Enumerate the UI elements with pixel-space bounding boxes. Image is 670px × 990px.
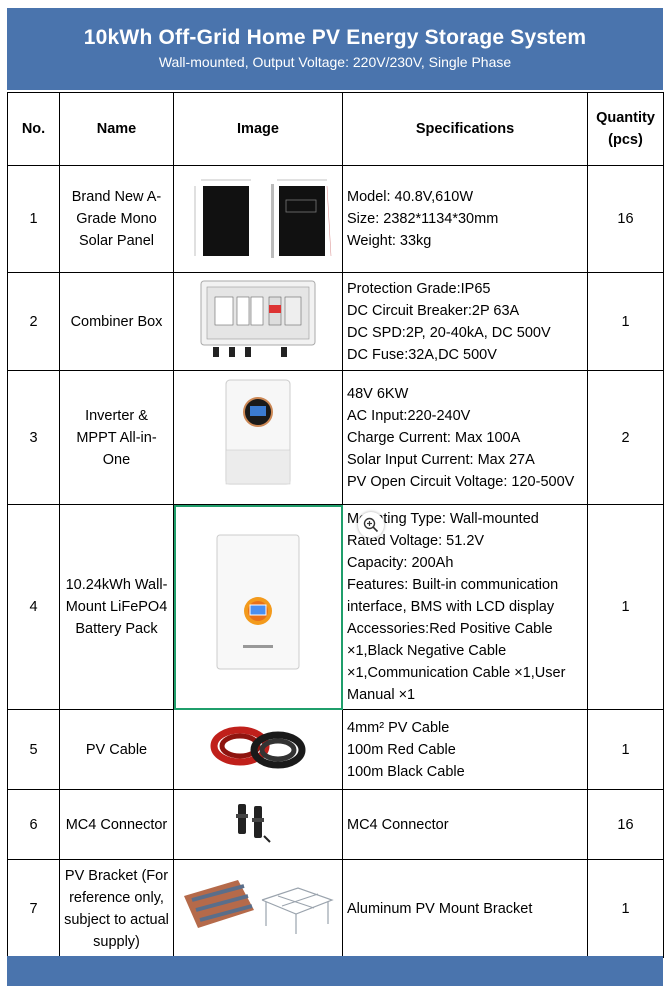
mc4-connector-icon [236,804,271,843]
row-number: 5 [7,709,60,790]
mc4-connector-image[interactable] [173,789,343,860]
col-header-image: Image [173,92,343,166]
inverter-icon [225,379,291,485]
item-specifications: Protection Grade:IP65 DC Circuit Breaker… [342,272,588,371]
spec-table: No. Name Image Specifications Quantity (… [7,92,664,958]
item-quantity: 16 [587,789,664,860]
item-quantity: 16 [587,165,664,273]
battery-pack-image[interactable] [173,504,343,710]
item-quantity: 1 [587,859,664,958]
item-specifications: 4mm² PV Cable 100m Red Cable 100m Black … [342,709,588,790]
item-name: PV Bracket (For reference only, subject … [59,859,174,958]
inverter-image[interactable] [173,370,343,505]
battery-pack-icon [216,534,300,669]
combiner-box-icon [200,280,316,357]
item-quantity: 2 [587,370,664,505]
col-header-no: No. [7,92,60,166]
pv-bracket-icon [184,880,334,934]
table-row: 1 Brand New A-Grade Mono Solar Panel Mod… [7,165,664,273]
pv-cable-icon [210,726,306,769]
item-specifications: Aluminum PV Mount Bracket [342,859,588,958]
table-row: 5 PV Cable 4mm² PV Cable 100m Red Cable … [7,709,664,790]
item-name: Combiner Box [59,272,174,371]
row-number: 1 [7,165,60,273]
row-number: 6 [7,789,60,860]
col-header-specifications: Specifications [342,92,588,166]
page-title: 10kWh Off-Grid Home PV Energy Storage Sy… [83,26,587,49]
table-row: 4 10.24kWh Wall-Mount LiFePO4 Battery Pa… [7,504,664,710]
item-specifications: 48V 6KW AC Input:220-240V Charge Current… [342,370,588,505]
row-number: 2 [7,272,60,371]
pv-bracket-image[interactable] [173,859,343,958]
item-specifications: MC4 Connector [342,789,588,860]
item-specifications: Model: 40.8V,610W Size: 2382*1134*30mm W… [342,165,588,273]
zoom-in-button[interactable] [358,512,384,538]
item-quantity: 1 [587,272,664,371]
zoom-in-icon [363,517,379,533]
row-number: 7 [7,859,60,958]
item-name: Inverter & MPPT All-in-One [59,370,174,505]
solar-panel-diagram-icon [194,179,332,258]
item-name: MC4 Connector [59,789,174,860]
item-name: PV Cable [59,709,174,790]
table-header-row: No. Name Image Specifications Quantity (… [7,92,664,166]
item-name: Brand New A-Grade Mono Solar Panel [59,165,174,273]
row-number: 3 [7,370,60,505]
combiner-box-image[interactable] [173,272,343,371]
item-quantity: 1 [587,504,664,710]
solar-panel-image[interactable] [173,165,343,273]
header-banner: 10kWh Off-Grid Home PV Energy Storage Sy… [7,8,663,90]
row-number: 4 [7,504,60,710]
pv-cable-image[interactable] [173,709,343,790]
table-row: 3 Inverter & MPPT All-in-One 48V 6KW AC … [7,370,664,505]
item-quantity: 1 [587,709,664,790]
item-specifications: Mounting Type: Wall-mounted Rated Voltag… [342,504,588,710]
table-row: 7 PV Bracket (For reference only, subjec… [7,859,664,958]
page-subtitle: Wall-mounted, Output Voltage: 220V/230V,… [158,54,512,70]
item-name: 10.24kWh Wall-Mount LiFePO4 Battery Pack [59,504,174,710]
col-header-name: Name [59,92,174,166]
col-header-quantity: Quantity (pcs) [587,92,664,166]
table-row: 2 Combiner Box [7,272,664,371]
footer-banner [7,956,663,986]
table-row: 6 MC4 Connector MC4 Connector 16 [7,789,664,860]
